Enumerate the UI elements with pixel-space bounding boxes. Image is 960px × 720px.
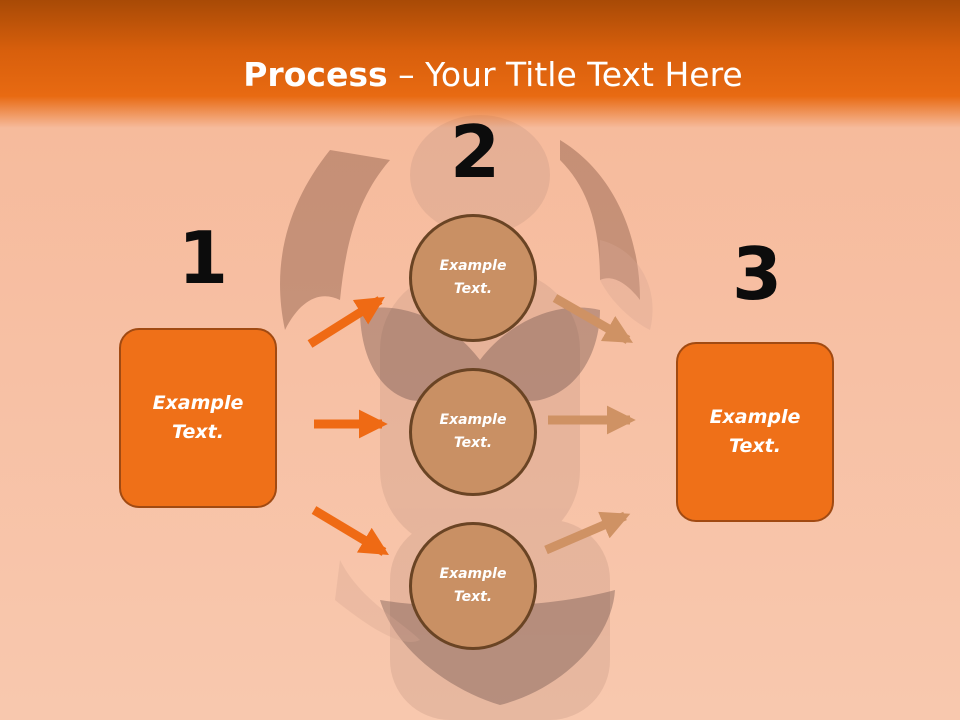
step-number-3: 3	[732, 232, 783, 316]
process-circle-top-label: Example Text.	[439, 258, 507, 297]
process-circle-middle-label: Example Text.	[439, 412, 507, 451]
process-box-left: Example Text.	[119, 328, 277, 508]
process-circle-middle: Example Text.	[409, 368, 537, 496]
title-bold: Process	[243, 55, 388, 94]
process-circle-bottom: Example Text.	[409, 522, 537, 650]
slide-title: Process – Your Title Text Here	[0, 54, 960, 96]
process-box-left-label: Example Text.	[152, 392, 244, 443]
process-circle-top: Example Text.	[409, 214, 537, 342]
process-box-right-label: Example Text.	[709, 406, 801, 457]
step-number-1: 1	[178, 216, 229, 300]
step-number-2: 2	[450, 110, 501, 194]
process-circle-bottom-label: Example Text.	[439, 566, 507, 605]
process-box-right: Example Text.	[676, 342, 834, 522]
title-rest: – Your Title Text Here	[387, 55, 743, 94]
header-band	[0, 0, 960, 128]
